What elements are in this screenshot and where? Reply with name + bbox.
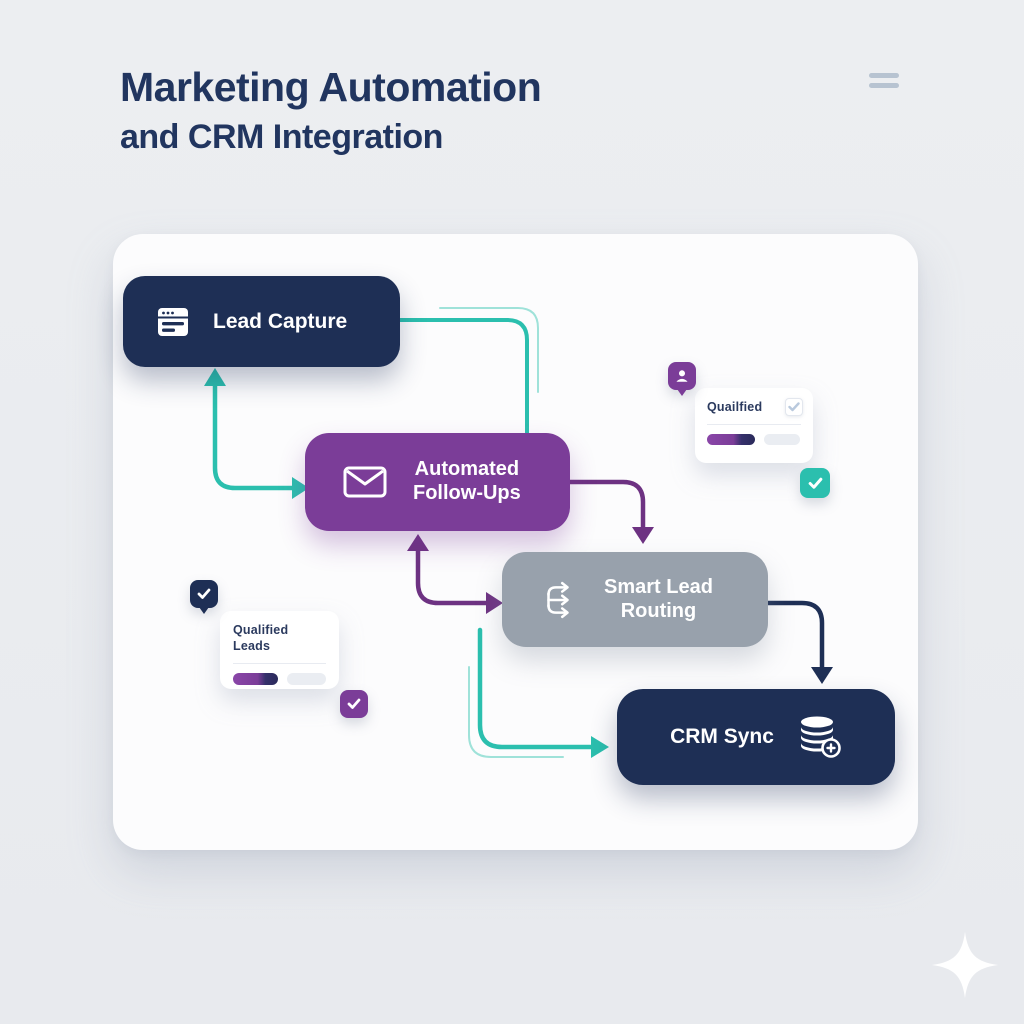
qualified-leads-card: Qualified Leads: [220, 611, 339, 689]
divider: [707, 424, 801, 426]
page-title-line1: Marketing Automation: [120, 64, 542, 110]
check-icon: [347, 698, 361, 709]
node-smart-lead-routing: Smart Lead Routing: [502, 552, 768, 647]
progress-bar-empty: [287, 672, 326, 685]
page-title-line2: and CRM Integration: [120, 118, 443, 156]
divider: [233, 662, 326, 664]
database-add-icon: [800, 716, 841, 758]
branch-routing-icon: [547, 581, 569, 618]
progress-bar-filled: [233, 672, 279, 685]
card-title: Qualified Leads: [233, 623, 289, 654]
node-label: Smart Lead Routing: [604, 575, 713, 622]
check-icon: [808, 477, 822, 489]
node-label: CRM Sync: [670, 725, 774, 748]
progress-bar-filled: [707, 434, 755, 446]
form-window-icon: [158, 307, 188, 336]
checkbox-checked[interactable]: [785, 398, 803, 416]
person-icon: [676, 370, 688, 382]
chat-check-badge: [190, 580, 218, 614]
sparkle-icon: [932, 932, 998, 998]
node-automated-follow-ups: Automated Follow-Ups: [305, 433, 570, 531]
node-lead-capture: Lead Capture: [123, 276, 400, 367]
node-label: Automated Follow-Ups: [413, 458, 521, 504]
person-badge: [668, 362, 696, 396]
progress-bar-empty: [764, 434, 800, 446]
card-title: Quailfied: [707, 400, 763, 414]
check-badge-purple: [340, 690, 368, 718]
node-crm-sync: CRM Sync: [617, 689, 895, 785]
hamburger-menu-icon[interactable]: [869, 73, 899, 91]
check-icon: [197, 588, 211, 599]
envelope-icon: [343, 466, 387, 498]
check-badge-teal: [800, 468, 830, 498]
node-label: Lead Capture: [213, 309, 348, 333]
qualified-card-top: Quailfied: [695, 388, 813, 463]
